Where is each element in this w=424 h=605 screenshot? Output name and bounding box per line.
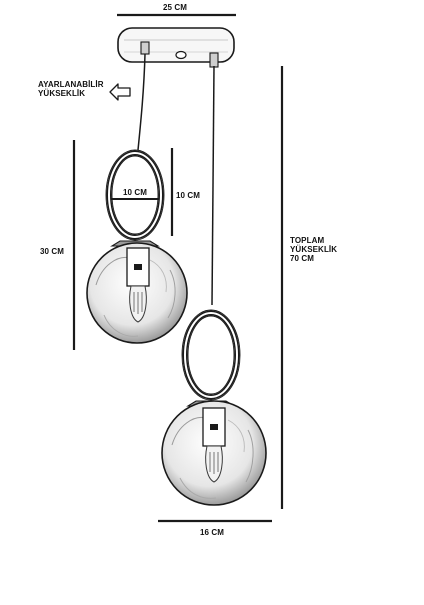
total-height-label: TOPLAM YÜKSEKLİK 70 CM bbox=[290, 236, 337, 263]
globe-width-label: 16 CM bbox=[199, 528, 225, 537]
left-arrow-outline-icon bbox=[109, 83, 131, 101]
ring-height-label: 10 CM bbox=[176, 191, 201, 200]
total-height-label-line-2: YÜKSEKLİK bbox=[290, 245, 338, 254]
right-pendant-cord bbox=[211, 65, 215, 306]
total-height-label-line-1: TOPLAM bbox=[290, 236, 325, 245]
adjustable-height-label-line-1: AYARLANABİLİR bbox=[38, 80, 104, 89]
ring-width-label: 10 CM bbox=[122, 188, 148, 197]
left-pendant-cord bbox=[137, 53, 146, 151]
total-height-label-line-3: 70 CM bbox=[290, 254, 315, 263]
canopy-width-label: 25 CM bbox=[162, 3, 188, 12]
left-ring bbox=[105, 149, 165, 241]
right-globe-lamp bbox=[161, 400, 267, 506]
adjustable-height-label: AYARLANABİLİR YÜKSEKLİK bbox=[38, 80, 104, 98]
adjustable-height-label-line-2: YÜKSEKLİK bbox=[38, 89, 86, 98]
upper-height-label: 30 CM bbox=[40, 247, 65, 256]
left-globe-lamp bbox=[86, 240, 188, 344]
ceiling-canopy bbox=[117, 27, 235, 68]
right-ring bbox=[181, 309, 241, 401]
